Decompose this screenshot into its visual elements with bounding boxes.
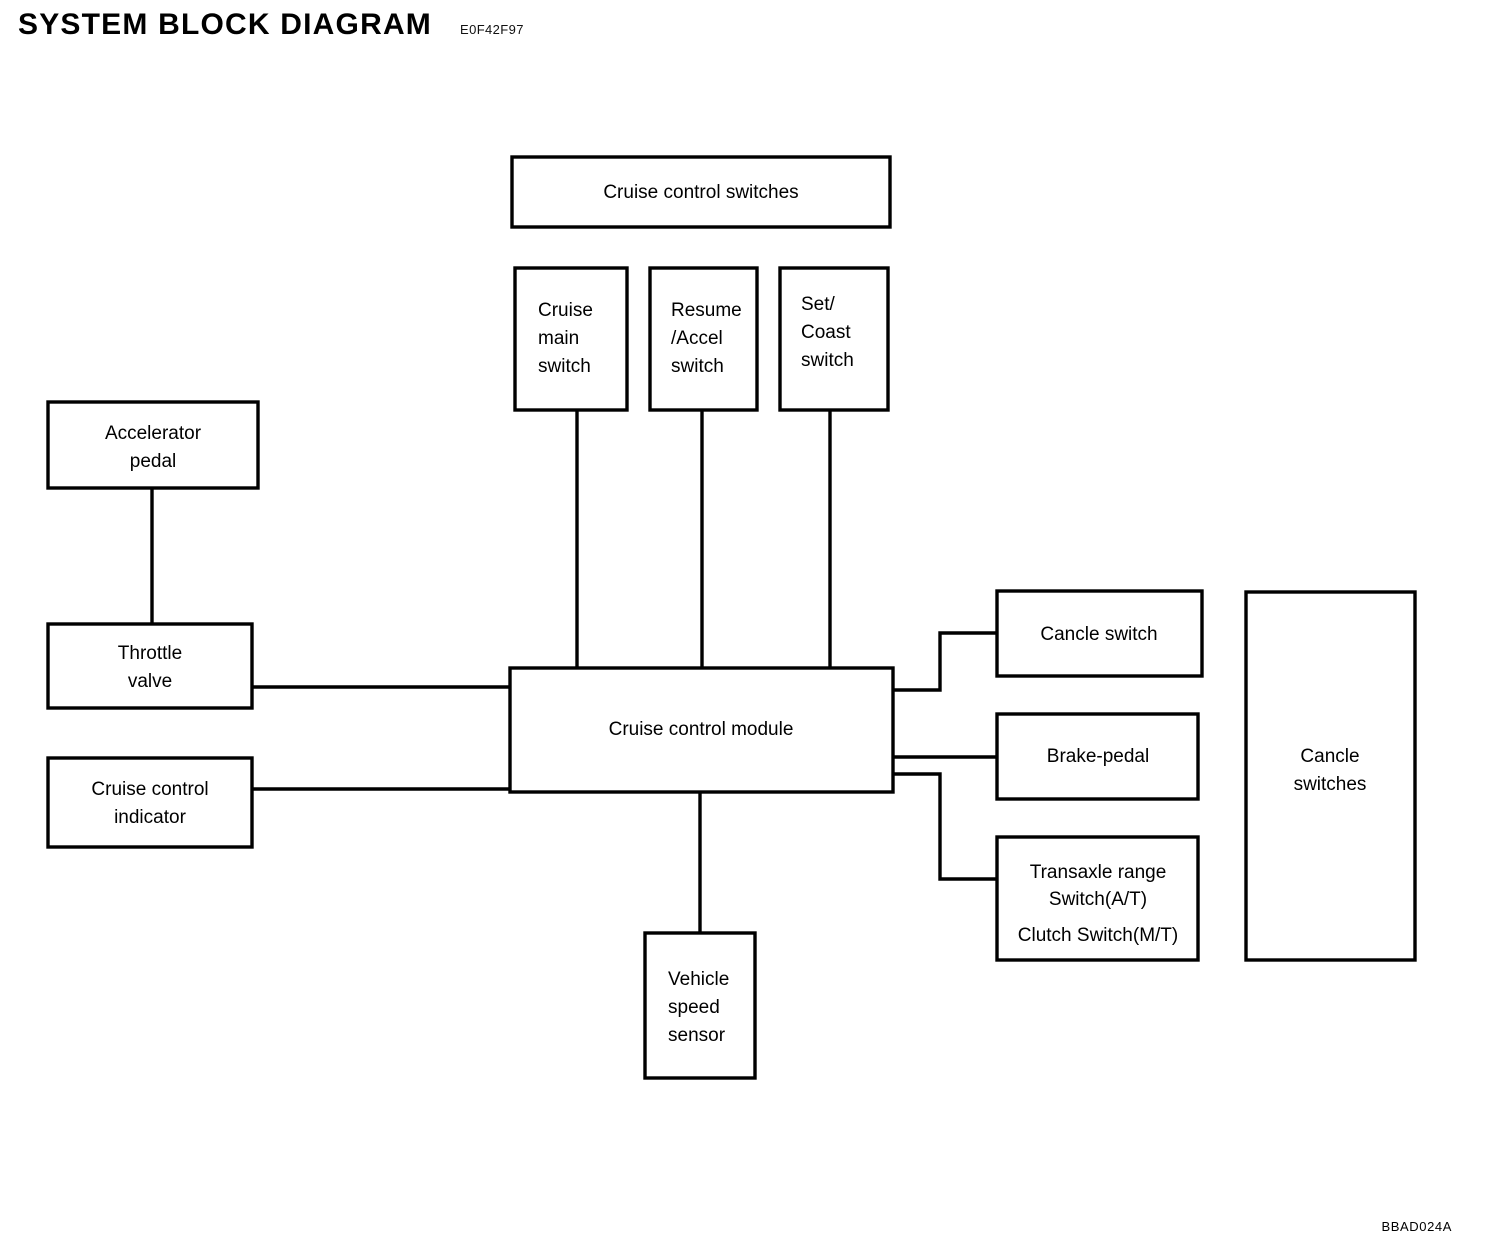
block-cancle-switches-group[interactable]: Cancle switches bbox=[1244, 590, 1417, 962]
connector-module-to-transaxle-switch bbox=[893, 772, 997, 881]
block-label-cruise-main-switch-line3: switch bbox=[538, 356, 591, 377]
block-label-set-coast-switch-line3: switch bbox=[801, 350, 854, 371]
block-label-cruise-main-switch-line2: main bbox=[538, 328, 579, 349]
block-label-vehicle-speed-sensor-line1: Vehicle bbox=[668, 969, 729, 990]
block-label-accelerator-pedal-line2: pedal bbox=[130, 451, 177, 472]
block-brake-pedal[interactable]: Brake-pedal bbox=[995, 712, 1200, 801]
drawing-number: BBAD024A bbox=[1381, 1219, 1452, 1234]
block-label-vehicle-speed-sensor-line3: sensor bbox=[668, 1025, 726, 1046]
block-label-throttle-valve-line2: valve bbox=[128, 671, 172, 692]
block-label-resume-accel-switch-line3: switch bbox=[671, 356, 724, 377]
connector-module-to-cancle-switch bbox=[893, 631, 997, 692]
block-label-transaxle-clutch-switch-line3: Clutch Switch(M/T) bbox=[1018, 925, 1178, 946]
block-label-cancle-switches-group-line2: switches bbox=[1294, 774, 1367, 795]
page-title: SYSTEM BLOCK DIAGRAM bbox=[18, 8, 432, 41]
block-label-cruise-control-indicator-line1: Cruise control bbox=[91, 779, 208, 800]
title-bar: SYSTEM BLOCK DIAGRAM E0F42F97 bbox=[18, 8, 524, 42]
block-label-resume-accel-switch-line1: Resume bbox=[671, 300, 742, 321]
block-label-vehicle-speed-sensor-line2: speed bbox=[668, 997, 720, 1018]
block-transaxle-clutch-switch[interactable]: Transaxle range Switch(A/T) Clutch Switc… bbox=[995, 835, 1200, 962]
block-accelerator-pedal[interactable]: Accelerator pedal bbox=[46, 400, 260, 490]
diagram-reference-code: E0F42F97 bbox=[460, 22, 524, 37]
block-label-transaxle-clutch-switch-line2: Switch(A/T) bbox=[1049, 889, 1147, 910]
block-label-cruise-main-switch-line1: Cruise bbox=[538, 300, 593, 321]
block-throttle-valve[interactable]: Throttle valve bbox=[46, 622, 254, 710]
block-label-accelerator-pedal-line1: Accelerator bbox=[105, 423, 202, 444]
block-cruise-control-indicator[interactable]: Cruise control indicator bbox=[46, 756, 254, 849]
block-cruise-control-switches[interactable]: Cruise control switches bbox=[510, 155, 892, 229]
block-cruise-control-module[interactable]: Cruise control module bbox=[508, 666, 895, 794]
block-label-set-coast-switch-line2: Coast bbox=[801, 322, 851, 343]
block-label-resume-accel-switch-line2: /Accel bbox=[671, 328, 723, 349]
block-label-brake-pedal: Brake-pedal bbox=[1047, 746, 1149, 767]
block-label-set-coast-switch-line1: Set/ bbox=[801, 294, 836, 315]
block-cancle-switch[interactable]: Cancle switch bbox=[995, 589, 1204, 678]
block-label-cancle-switch: Cancle switch bbox=[1040, 624, 1157, 645]
block-vehicle-speed-sensor[interactable]: Vehicle speed sensor bbox=[643, 931, 757, 1080]
block-set-coast-switch[interactable]: Set/ Coast switch bbox=[778, 266, 890, 412]
block-label-cruise-control-indicator-line2: indicator bbox=[114, 807, 186, 828]
block-cruise-main-switch[interactable]: Cruise main switch bbox=[513, 266, 629, 412]
connector-lines bbox=[150, 410, 997, 933]
block-label-cancle-switches-group-line1: Cancle bbox=[1300, 746, 1359, 767]
block-resume-accel-switch[interactable]: Resume /Accel switch bbox=[648, 266, 759, 412]
block-label-cruise-control-module: Cruise control module bbox=[609, 719, 794, 740]
block-label-transaxle-clutch-switch-line1: Transaxle range bbox=[1030, 862, 1167, 883]
block-label-cruise-control-switches: Cruise control switches bbox=[603, 182, 798, 203]
block-label-throttle-valve-line1: Throttle bbox=[118, 643, 182, 664]
